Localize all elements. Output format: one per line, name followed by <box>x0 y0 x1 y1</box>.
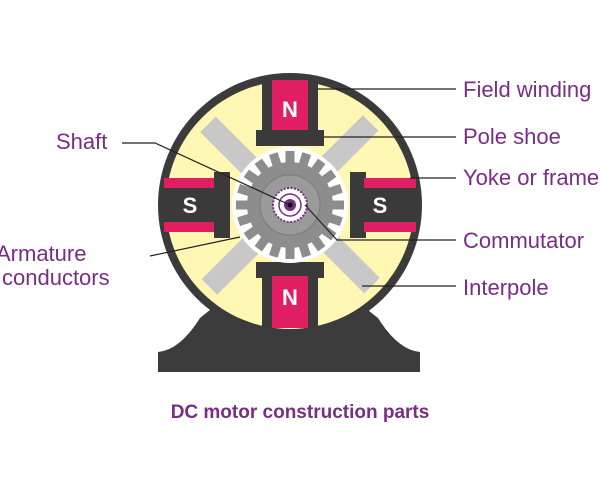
label-shaft: Shaft <box>56 129 108 154</box>
label-armature-line2: conductors <box>2 265 110 290</box>
pole-bottom: N <box>256 262 324 328</box>
pole-shoe-top <box>256 130 324 146</box>
pole-shoe-bottom <box>256 262 324 278</box>
interpole-top-right <box>321 115 379 172</box>
pole-bottom-letter: N <box>282 285 298 310</box>
leader-shaft <box>122 142 291 206</box>
label-armature-line1: Armature <box>0 241 87 266</box>
pole-right-letter: S <box>373 193 388 218</box>
interpole-bottom-right <box>323 236 380 294</box>
leader-armature <box>149 236 241 257</box>
label-interpole: Interpole <box>463 275 549 300</box>
armature-tooth <box>285 151 295 167</box>
label-field-winding: Field winding <box>463 77 592 102</box>
pole-left-letter: S <box>183 193 198 218</box>
label-yoke: Yoke or frame <box>463 165 600 190</box>
pole-top-letter: N <box>282 97 298 122</box>
label-pole-shoe: Pole shoe <box>463 124 561 149</box>
leader-lines <box>122 88 456 287</box>
pole-left: S <box>164 172 230 238</box>
interpole-bottom-left <box>201 238 259 295</box>
pole-top: N <box>256 80 324 146</box>
armature-tooth <box>285 243 295 259</box>
leader-commutator <box>304 204 456 241</box>
pole-right: S <box>350 172 416 238</box>
pole-shoe-right <box>350 172 366 238</box>
interpoles <box>200 115 380 295</box>
diagram-caption: DC motor construction parts <box>170 402 430 423</box>
pole-shoe-left <box>214 172 230 238</box>
interpole-top-left <box>200 116 257 174</box>
label-commutator: Commutator <box>463 228 585 253</box>
